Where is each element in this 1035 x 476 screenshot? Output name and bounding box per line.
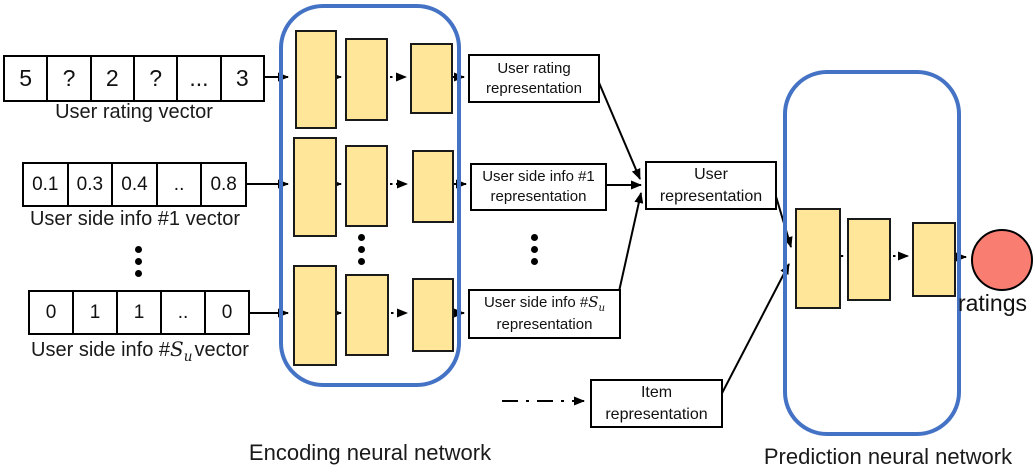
rep-line: representation [490, 188, 587, 205]
user-side-info-1-representation-box: User side info #1 representation [470, 163, 607, 211]
encoder-node [345, 38, 388, 121]
vector-cell: 5 [3, 55, 49, 102]
user-side-info-1-vector-label: User side info #1 vector [29, 208, 241, 230]
rep-line: Item [640, 384, 673, 402]
ratings-output-circle [971, 229, 1033, 291]
user-side-info-su-vector: 0 1 1 .. 0 [28, 290, 250, 335]
user-rating-vector-label: User rating vector [55, 101, 213, 123]
encoder-node [345, 274, 389, 356]
encoder-node [293, 137, 337, 237]
user-side-info-su-representation-box: User side info #Su representation [468, 289, 621, 339]
rep-line: User side info #1 [482, 168, 595, 186]
vector-cell: .. [160, 290, 206, 335]
item-representation-box: Item representation [590, 379, 723, 428]
rep-line: representation [486, 79, 582, 97]
vector-cell: 0.3 [66, 162, 114, 207]
vector-cell: ... [176, 55, 222, 102]
representations-vertical-ellipsis [531, 234, 538, 265]
vector-cell: 0 [28, 290, 74, 335]
encoding-network-caption: Encoding neural network [248, 440, 492, 465]
vector-cell: 0.8 [200, 162, 247, 207]
user-rating-vector: 5 ? 2 ? ... 3 [3, 55, 265, 102]
rep-line: representation [496, 316, 593, 334]
vector-cell: 1 [116, 290, 162, 335]
predictor-node [847, 218, 891, 301]
vector-cell: 0.1 [22, 162, 69, 207]
encoding-network-frame [279, 4, 461, 387]
encoder-node [345, 145, 388, 227]
encoder-node [293, 265, 337, 366]
vectors-vertical-ellipsis [135, 246, 142, 277]
rep-line: representation [605, 405, 708, 423]
encoder-node [412, 278, 454, 352]
predictor-node [795, 208, 841, 309]
prediction-network-frame [783, 70, 961, 436]
encoder-node [295, 30, 337, 129]
rep-line: User [694, 166, 728, 184]
rep-line: User side info #Su [483, 292, 606, 314]
rep-line: User rating [497, 59, 571, 77]
vector-cell: .. [155, 162, 203, 207]
vector-cell: 2 [89, 55, 135, 102]
user-rating-representation-box: User rating representation [468, 54, 600, 103]
vector-cell: ? [46, 55, 92, 102]
user-representation-box: User representation [645, 161, 777, 210]
arrow-item-rep-to-predictor [718, 263, 790, 400]
rep-line: representation [659, 187, 763, 205]
encoder-vertical-ellipsis [358, 234, 365, 265]
encoder-node [412, 150, 454, 223]
vector-cell: ? [132, 55, 179, 102]
user-side-info-1-vector: 0.1 0.3 0.4 .. 0.8 [22, 162, 247, 207]
vector-cell: 3 [219, 55, 265, 102]
arrow-sideinfoSu-rep-to-user-rep [617, 192, 644, 297]
vector-cell: 1 [72, 290, 118, 335]
predictor-node [912, 222, 956, 297]
ratings-label: ratings [957, 290, 1028, 316]
encoder-node [410, 43, 453, 114]
vector-cell: 0.4 [111, 162, 158, 207]
prediction-network-caption: Prediction neural network [763, 444, 1013, 469]
vector-cell: 0 [204, 290, 250, 335]
